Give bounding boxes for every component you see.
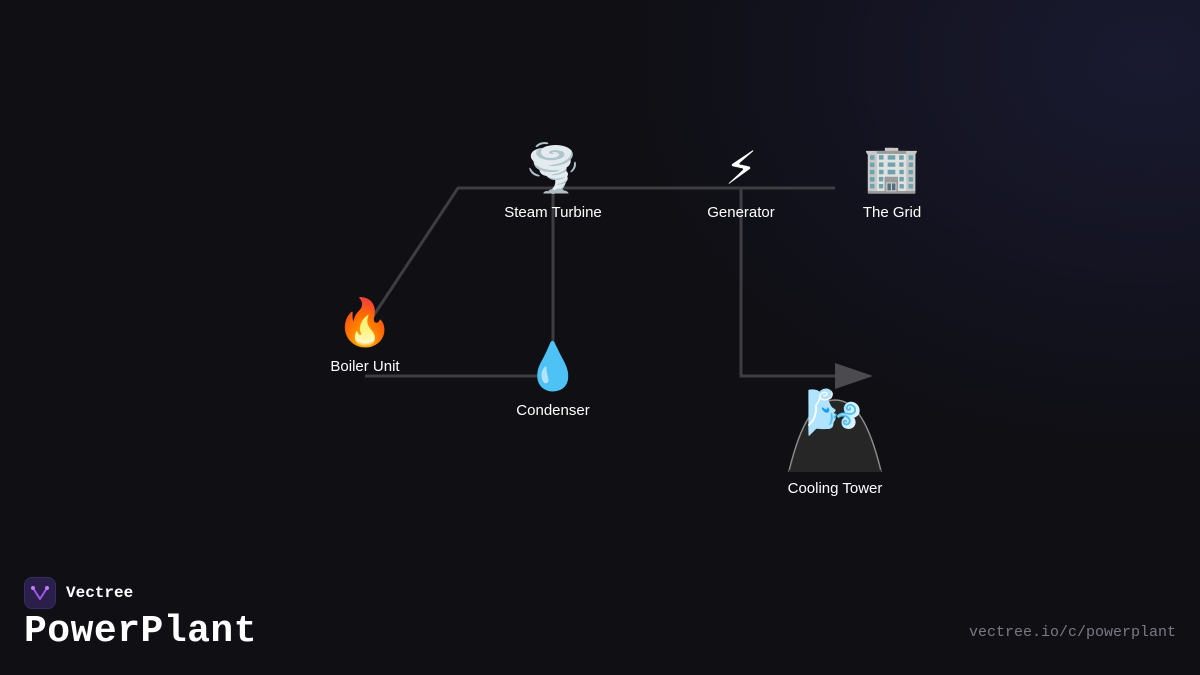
edge-boiler-turbine (370, 186, 553, 319)
node-label: Steam Turbine (504, 204, 602, 221)
arrowhead-tower (835, 363, 873, 389)
node-generator[interactable]: ⚡ Generator (707, 142, 775, 221)
node-cooling-tower[interactable]: 🌬️ Cooling Tower (785, 386, 885, 497)
vectree-logo-icon (24, 577, 56, 609)
wind-face-icon: 🌬️ (805, 385, 863, 439)
node-boiler-unit[interactable]: 🔥 Boiler Unit (330, 296, 399, 375)
node-label: Generator (707, 204, 775, 221)
page-title: PowerPlant (24, 610, 258, 653)
cooling-tower-silhouette (788, 399, 882, 472)
page-url[interactable]: vectree.io/c/powerplant (968, 624, 1176, 641)
tornado-icon: 🌪️ (524, 141, 582, 195)
node-condenser[interactable]: 💧 Condenser (516, 340, 589, 419)
node-label: Boiler Unit (330, 358, 400, 375)
brand-name: Vectree (66, 584, 134, 602)
node-label: Condenser (516, 402, 590, 419)
droplet-icon: 💧 (524, 339, 582, 393)
brand: Vectree (24, 577, 133, 609)
fire-icon: 🔥 (336, 295, 394, 349)
node-label: The Grid (862, 204, 922, 221)
lightning-icon: ⚡ (724, 141, 758, 195)
node-steam-turbine[interactable]: 🌪️ Steam Turbine (504, 142, 602, 221)
edge-generator-tower (739, 188, 840, 378)
office-building-icon: 🏢 (863, 141, 921, 195)
node-label: Cooling Tower (787, 480, 883, 497)
cooling-tower-shape: 🌬️ (785, 386, 885, 472)
node-the-grid[interactable]: 🏢 The Grid (863, 142, 921, 221)
